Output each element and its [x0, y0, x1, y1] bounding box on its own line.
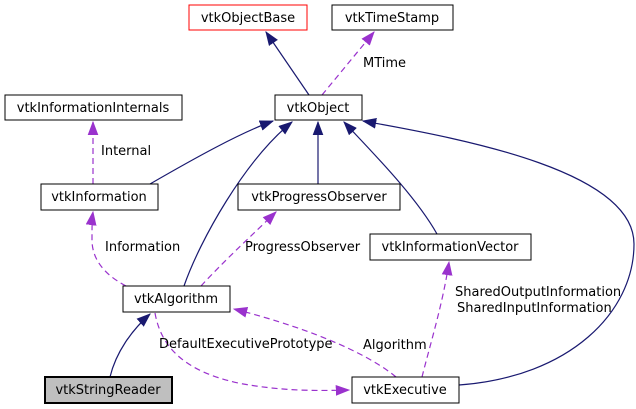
node-label-vtkstringreader: vtkStringReader [55, 383, 161, 398]
node-label-vtkobject: vtkObject [287, 101, 350, 116]
node-label-vtkprogressobserver: vtkProgressObserver [251, 190, 387, 205]
inheritance-edge-vtkinformation-to-vtkobject [149, 120, 275, 185]
edge-label-information: Information [105, 240, 180, 255]
node-box-vtkobjectbase [188, 4, 308, 31]
usage-edge-vtkalgorithm-to-vtkexecutive-defaultexecutiveprototype [154, 312, 351, 396]
usage-edge-vtkalgorithm-to-vtkprogressobserver-progressobserver [200, 211, 277, 287]
node-vtkinformationvector[interactable]: vtkInformationVector [369, 233, 532, 261]
edge-label-internal: Internal [101, 144, 151, 159]
node-vtktimestamp[interactable]: vtkTimeStamp [331, 4, 454, 31]
edge-label-progressobserver: ProgressObserver [245, 240, 361, 255]
node-label-vtkexecutive: vtkExecutive [363, 383, 447, 398]
node-box-vtkobject [274, 94, 363, 121]
node-label-vtkinformationvector: vtkInformationVector [382, 240, 520, 255]
node-vtkinformationinternals[interactable]: vtkInformationInternals [4, 94, 183, 121]
node-label-vtkinformation: vtkInformation [51, 190, 147, 205]
node-vtkexecutive[interactable]: vtkExecutive [351, 376, 460, 404]
inheritance-edge-vtkinformationvector-to-vtkobject [343, 121, 438, 235]
node-box-vtktimestamp [331, 4, 454, 31]
node-vtkobjectbase[interactable]: vtkObjectBase [188, 4, 308, 31]
node-vtkalgorithm[interactable]: vtkAlgorithm [122, 285, 231, 313]
node-box-vtkinformation [40, 183, 159, 211]
node-box-vtkinformationvector [369, 233, 532, 261]
inheritance-edge-vtkobject-to-vtkobjectbase [265, 31, 310, 96]
node-label-vtkalgorithm: vtkAlgorithm [134, 292, 218, 307]
node-box-vtkalgorithm [122, 285, 231, 313]
edge-label-algorithm: Algorithm [363, 338, 427, 353]
usage-edge-vtkexecutive-to-vtkalgorithm-algorithm [232, 307, 397, 378]
inheritance-edge-vtkexecutive-to-vtkobject [361, 117, 635, 386]
edge-label-sharedoutputinformation: SharedOutputInformation [455, 285, 621, 300]
inheritance-edge-vtkstringreader-to-vtkalgorithm [109, 313, 151, 378]
node-box-vtkinformationinternals [4, 94, 183, 121]
usage-edge-vtkalgorithm-to-vtkinformation-information [85, 210, 127, 287]
node-box-vtkprogressobserver [237, 183, 401, 211]
edge-label-defaultexecutiveprototype: DefaultExecutivePrototype [159, 337, 333, 352]
node-box-vtkstringreader [44, 376, 173, 404]
node-vtkstringreader: vtkStringReader [44, 376, 173, 404]
usage-edge-vtkexecutive-to-vtkinformationvector-sharedinformation [421, 260, 453, 378]
node-vtkobject[interactable]: vtkObject [274, 94, 363, 121]
node-label-vtkobjectbase: vtkObjectBase [201, 11, 295, 26]
usage-edge-vtkobject-to-vtktimestamp-mtime [321, 31, 375, 96]
edge-label-sharedinputinformation: SharedInputInformation [457, 301, 612, 316]
node-label-vtktimestamp: vtkTimeStamp [345, 11, 439, 26]
node-label-vtkinformationinternals: vtkInformationInternals [17, 101, 170, 116]
node-vtkinformation[interactable]: vtkInformation [40, 183, 159, 211]
inheritance-edge-vtkalgorithm-to-vtkobject [183, 121, 293, 287]
node-vtkprogressobserver[interactable]: vtkProgressObserver [237, 183, 401, 211]
node-box-vtkexecutive [351, 376, 460, 404]
edge-label-mtime: MTime [363, 56, 406, 71]
